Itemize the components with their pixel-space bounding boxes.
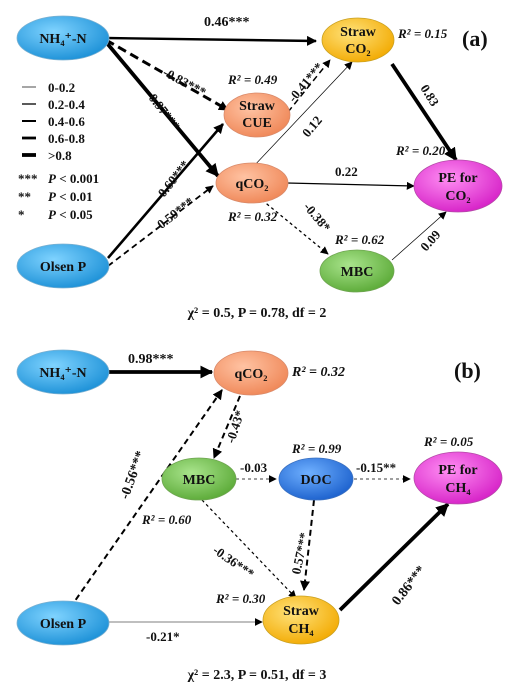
svg-text:***: *** (18, 171, 38, 186)
r2-a-strawcue: R² = 0.49 (227, 72, 278, 87)
fit-stats-a: χ² = 0.5, P = 0.78, df = 2 (187, 306, 327, 321)
coef-a-mbc-pe: 0.09 (417, 227, 444, 254)
svg-text:**: ** (18, 189, 31, 204)
node-b-qco2: qCO₂ (213, 350, 289, 396)
r2-b-qco2: R² = 0.32 (291, 365, 345, 380)
svg-text:CH₄: CH₄ (445, 481, 471, 496)
svg-text:P < 0.001: P < 0.001 (48, 171, 99, 186)
coef-a-nh4-qco2: 0.97*** (146, 91, 184, 134)
node-a-straw-co2: Straw CO₂ (321, 17, 395, 63)
r2-b-strawch4: R² = 0.30 (215, 591, 266, 606)
coef-b-strawch4-pe: 0.86*** (389, 563, 429, 608)
node-b-olsen-p: Olsen P (16, 600, 110, 646)
svg-text:Straw: Straw (340, 25, 377, 40)
svg-text:Olsen P: Olsen P (40, 260, 87, 275)
svg-text:P < 0.01: P < 0.01 (48, 189, 93, 204)
r2-a-qco2: R² = 0.32 (227, 209, 278, 224)
panel-b-tag: (b) (454, 358, 481, 383)
fit-stats-b: χ² = 2.3, P = 0.51, df = 3 (187, 668, 327, 683)
node-b-straw-ch4: Straw CH₄ (262, 595, 340, 645)
path-a-olsen-qco2 (107, 185, 214, 267)
coef-a-nh4-strawco2: 0.46*** (204, 15, 250, 30)
node-b-mbc: MBC (161, 457, 237, 501)
node-b-nh4: NH₄⁺-N (16, 349, 110, 395)
node-b-pe-ch4: PE for CH₄ (413, 451, 503, 505)
path-a-qco2-pe (286, 181, 415, 190)
node-a-qco2: qCO₂ (215, 162, 289, 204)
svg-text:Straw: Straw (239, 99, 276, 114)
svg-text:CUE: CUE (242, 116, 272, 131)
path-a-qco2-mbc (261, 199, 329, 255)
node-a-olsen-p: Olsen P (16, 243, 110, 289)
r2-a-strawco2: R² = 0.15 (397, 26, 448, 41)
svg-text:NH₄⁺-N: NH₄⁺-N (39, 32, 86, 47)
path-a-olsen-strawcue (107, 123, 224, 259)
svg-text:0-0.2: 0-0.2 (48, 80, 75, 95)
path-a-strawco2-pe (390, 62, 458, 162)
svg-text:PE for: PE for (438, 463, 477, 478)
coef-b-mbc-strawch4: -0.36*** (210, 542, 257, 581)
r2-b-mbc: R² = 0.60 (141, 512, 192, 527)
line-width-legend: 0-0.2 0.2-0.4 0.4-0.6 0.6-0.8 >0.8 (22, 80, 85, 163)
r2-b-pe: R² = 0.05 (423, 434, 474, 449)
svg-text:0.6-0.8: 0.6-0.8 (48, 131, 85, 146)
svg-text:CH₄: CH₄ (288, 622, 314, 637)
r2-a-mbc: R² = 0.62 (334, 232, 385, 247)
svg-text:0.2-0.4: 0.2-0.4 (48, 97, 85, 112)
path-a-nh4-strawcue (105, 38, 229, 112)
node-a-mbc: MBC (319, 249, 395, 293)
path-b-strawch4-pe (338, 502, 450, 612)
path-a-strawcue-strawco2 (287, 59, 331, 113)
coef-a-qco2-pe: 0.22 (335, 164, 358, 179)
svg-text:Olsen P: Olsen P (40, 617, 87, 632)
svg-text:qCO₂: qCO₂ (235, 367, 268, 382)
path-a-nh4-qco2 (104, 40, 220, 178)
node-a-nh4: NH₄⁺-N (16, 15, 110, 61)
path-a-nh4-strawco2 (105, 35, 317, 46)
coef-b-olsen-qco2: -0.56*** (118, 449, 149, 501)
r2-b-doc: R² = 0.99 (291, 441, 342, 456)
path-b-mbc-strawch4 (201, 499, 297, 599)
coef-b-qco2-mbc: -0.43* (223, 408, 248, 445)
svg-text:Straw: Straw (283, 604, 320, 619)
coef-b-olsen-strawch4: -0.21* (146, 629, 180, 644)
coef-a-qco2-strawco2: 0.12 (299, 113, 325, 140)
svg-text:CO₂: CO₂ (445, 189, 470, 204)
svg-text:MBC: MBC (183, 473, 216, 488)
significance-legend: *** P < 0.001 ** P < 0.01 * P < 0.05 (18, 171, 99, 222)
path-a-mbc-pe (391, 211, 447, 261)
node-a-straw-cue: Straw CUE (223, 92, 291, 138)
r2-a-pe: R² = 0.20 (395, 143, 446, 158)
svg-text:*: * (18, 207, 25, 222)
svg-text:>0.8: >0.8 (48, 148, 72, 163)
svg-text:qCO₂: qCO₂ (236, 177, 269, 192)
svg-text:CO₂: CO₂ (345, 42, 370, 57)
svg-text:PE for: PE for (438, 171, 477, 186)
panel-a: NH₄⁺-N Olsen P Straw CO₂ Straw CUE qCO₂ … (16, 15, 503, 321)
panel-b: NH₄⁺-N Olsen P qCO₂ MBC DOC PE for CH₄ S… (16, 349, 503, 683)
node-a-pe-co2: PE for CO₂ (413, 159, 503, 213)
path-a-qco2-strawco2 (251, 61, 353, 169)
coef-b-mbc-doc: -0.03 (240, 460, 268, 475)
svg-text:0.4-0.6: 0.4-0.6 (48, 114, 85, 129)
coef-b-nh4-qco2: 0.98*** (128, 352, 174, 367)
path-b-olsen-qco2 (69, 389, 223, 609)
coef-a-strawcue-strawco2: -0.41*** (285, 60, 326, 105)
path-b-qco2-mbc (212, 395, 241, 459)
path-b-doc-strawch4 (300, 499, 315, 591)
panel-a-tag: (a) (462, 26, 488, 51)
coef-a-qco2-mbc: -0.38* (301, 199, 334, 234)
svg-text:P < 0.05: P < 0.05 (48, 207, 93, 222)
coef-a-nh4-strawcue: -0.83*** (161, 64, 209, 99)
node-b-doc: DOC (278, 457, 354, 501)
coef-b-doc-pe: -0.15** (356, 460, 396, 475)
svg-text:DOC: DOC (300, 473, 331, 488)
svg-text:MBC: MBC (341, 265, 374, 280)
svg-text:NH₄⁺-N: NH₄⁺-N (39, 366, 86, 381)
